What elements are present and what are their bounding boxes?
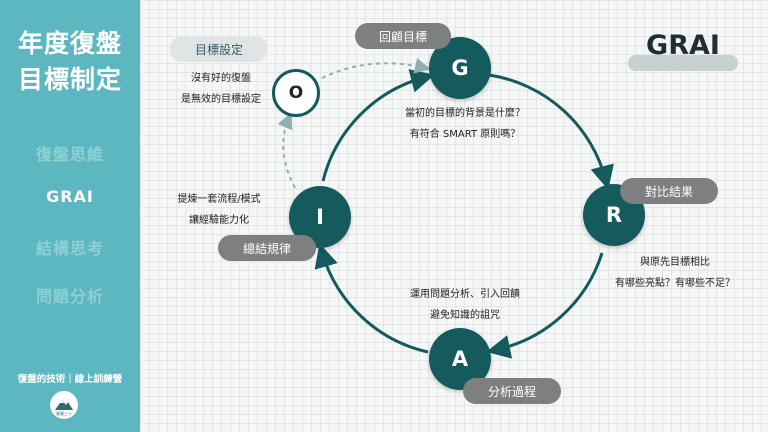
- o-desc: 沒有好的復盤 是無效的目標設定: [165, 68, 277, 110]
- r-desc-line2: 有哪些亮點？有哪些不足？: [615, 278, 735, 289]
- g-desc-line2: 有符合 SMART 原則嗎？: [409, 129, 521, 140]
- a-desc-line2: 避免知識的詛咒: [430, 310, 500, 321]
- g-desc: 當初的目標的背景是什麼？ 有符合 SMART 原則嗎？: [380, 103, 550, 145]
- label-a: 分析過程: [463, 378, 561, 404]
- page-title-text: GRAI: [646, 30, 720, 61]
- label-r: 對比結果: [620, 178, 718, 204]
- arrow-i-to-g: [321, 69, 435, 182]
- i-desc: 提煉一套流程/模式 讓經驗能力化: [160, 189, 278, 231]
- i-desc-line2: 讓經驗能力化: [189, 215, 249, 226]
- sidebar-footer: 復盤的技術｜線上訓練營: [17, 374, 123, 385]
- o-desc-line2: 是無效的目標設定: [181, 94, 261, 105]
- sidebar-title-line2: 目標制定: [17, 65, 122, 94]
- arrow-i-to-o: [277, 112, 296, 189]
- label-o: 目標設定: [170, 36, 268, 62]
- mountain-icon: [55, 400, 73, 410]
- menu-item-analysis[interactable]: 問題分析: [35, 287, 104, 306]
- arrow-r-to-a: [486, 252, 604, 359]
- menu-item-structure[interactable]: 結構思考: [35, 239, 104, 258]
- node-o: O: [272, 69, 320, 117]
- arrow-a-to-i: [314, 243, 429, 354]
- title-underline: [628, 55, 738, 71]
- a-desc-line1: 運用問題分析、引入回饋: [410, 289, 520, 300]
- logo-text: 營業三十: [56, 411, 72, 416]
- arrow-g-to-r: [488, 73, 614, 190]
- menu-item-thinking[interactable]: 復盤思維: [35, 145, 104, 164]
- page-title: GRAI: [628, 30, 738, 71]
- r-desc: 與原先目標相比 有哪些亮點？有哪些不足？: [595, 252, 755, 294]
- logo: 營業三十: [50, 391, 78, 419]
- o-desc-line1: 沒有好的復盤: [191, 73, 251, 84]
- a-desc: 運用問題分析、引入回饋 避免知識的詛咒: [390, 284, 540, 326]
- i-desc-line1: 提煉一套流程/模式: [177, 194, 261, 205]
- label-i: 總結規律: [218, 235, 316, 261]
- sidebar-title-line1: 年度復盤: [17, 29, 122, 58]
- sidebar: 年度復盤 目標制定 復盤思維 GRAI 結構思考 問題分析 復盤的技術｜線上訓練…: [0, 0, 140, 432]
- menu-item-grai[interactable]: GRAI: [46, 187, 94, 206]
- label-g: 回顧目標: [355, 23, 451, 49]
- g-desc-line1: 當初的目標的背景是什麼？: [405, 108, 525, 119]
- r-desc-line1: 與原先目標相比: [640, 257, 710, 268]
- arrow-o-to-g: [321, 57, 431, 79]
